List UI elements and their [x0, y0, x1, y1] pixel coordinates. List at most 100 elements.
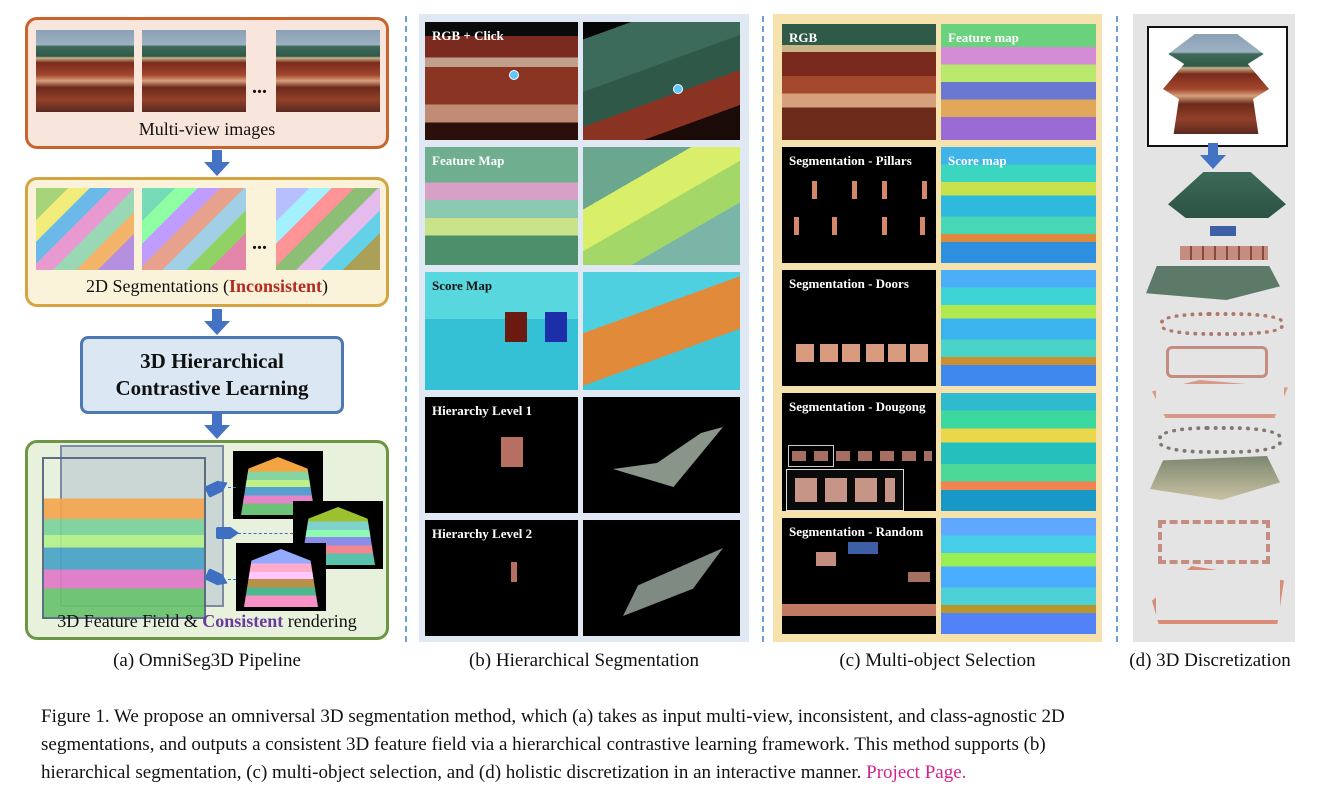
- segmentations-label-suffix: ): [322, 276, 328, 296]
- random-segment-railing: [782, 604, 936, 616]
- segmented-door-part: [511, 562, 517, 582]
- c-row-right-label: Score map: [948, 153, 1007, 168]
- part-lower-walls: [1158, 520, 1270, 564]
- segmentation-image-1: [36, 188, 134, 270]
- feature-field-label-prefix: 3D Feature Field &: [57, 611, 203, 631]
- multiview-label: Multi-view images: [138, 119, 276, 139]
- c-score-doors: [941, 270, 1096, 386]
- segmented-roof: [613, 427, 723, 487]
- caption-b: (b) Hierarchical Segmentation: [468, 650, 699, 671]
- c-seg-doors: Segmentation - Doors: [782, 270, 936, 386]
- consistent-highlight: Consistent: [202, 611, 284, 631]
- panel-separator: [762, 16, 764, 642]
- multiview-image-1: [36, 30, 134, 112]
- door-segment: [796, 344, 814, 362]
- 2d-segmentations-box: ... 2D Segmentations (Inconsistent): [25, 177, 389, 307]
- b-row-label: Feature Map: [432, 153, 505, 168]
- figure-caption-line-1: Figure 1. We propose an omniversal 3D se…: [41, 706, 1065, 727]
- arrow-down-icon: [204, 309, 230, 337]
- b-row-label: RGB + Click: [432, 28, 504, 43]
- pillar-segment: [882, 181, 887, 199]
- b-feature-map-left: Feature Map: [425, 147, 578, 265]
- score-highlight: [545, 312, 567, 342]
- pillar-segment: [852, 181, 857, 199]
- inconsistent-highlight: Inconsistent: [228, 276, 322, 296]
- multiview-images-box: ... Multi-view images: [25, 17, 389, 149]
- figure-caption-line-3: hierarchical segmentation, (c) multi-obj…: [41, 759, 1311, 787]
- zoom-inset: [786, 469, 904, 511]
- b-hierarchy-1-left: Hierarchy Level 1: [425, 397, 578, 513]
- b-hierarchy-2-right: [583, 520, 740, 636]
- arrow-down-icon: [1200, 143, 1226, 171]
- pillar-segment: [920, 217, 925, 235]
- part-dougong-ring: [1160, 312, 1284, 336]
- b-score-map-right: [583, 272, 740, 390]
- b-score-map-left: Score Map: [425, 272, 578, 390]
- c-score-dougong: [941, 393, 1096, 511]
- dougong-zoom: [795, 478, 895, 502]
- camera-icon: [216, 527, 239, 539]
- project-page-link[interactable]: Project Page.: [866, 762, 967, 783]
- full-building: [1163, 34, 1269, 134]
- c-row-left-label: Segmentation - Dougong: [789, 399, 926, 414]
- segmentation-image-3: [276, 188, 380, 270]
- c-row-left-label: Segmentation - Random: [789, 524, 924, 539]
- full-building-frame: [1147, 26, 1288, 147]
- pillar-segment: [922, 181, 927, 199]
- part-mid-walls: [1166, 346, 1268, 378]
- figure-caption-line-3-text: hierarchical segmentation, (c) multi-obj…: [41, 762, 867, 783]
- part-dougong-ring-2: [1158, 426, 1282, 454]
- door-segment: [866, 344, 884, 362]
- b-hierarchy-2-left: Hierarchy Level 2: [425, 520, 578, 636]
- hcl-title-line2: Contrastive Learning: [115, 376, 309, 400]
- c-seg-dougong: Segmentation - Dougong: [782, 393, 936, 511]
- segmentations-label: 2D Segmentations (Inconsistent): [28, 276, 386, 297]
- ellipsis: ...: [252, 232, 267, 254]
- pillar-segment: [794, 217, 799, 235]
- camera-ray: [238, 533, 293, 534]
- caption-a: (a) OmniSeg3D Pipeline: [113, 650, 301, 671]
- c-seg-random: Segmentation - Random: [782, 518, 936, 634]
- click-point: [673, 84, 683, 94]
- part-upper-walls: [1180, 246, 1268, 260]
- random-segment-plaque: [848, 542, 878, 554]
- figure-caption-line-2: segmentations, and outputs a consistent …: [41, 734, 1046, 755]
- arrow-down-icon: [204, 413, 230, 441]
- c-rgb: RGB: [782, 24, 936, 140]
- b-feature-map-right: [583, 147, 740, 265]
- door-segment: [910, 344, 928, 362]
- score-highlight: [505, 312, 527, 342]
- hcl-title-line1: 3D Hierarchical: [140, 349, 284, 373]
- caption-c: (c) Multi-object Selection: [839, 650, 1036, 671]
- camera-ray: [228, 579, 236, 580]
- door-segment: [842, 344, 860, 362]
- camera-ray: [228, 487, 236, 488]
- c-row-left-label: Segmentation - Pillars: [789, 153, 912, 168]
- panel-separator: [405, 16, 407, 642]
- c-seg-pillars: Segmentation - Pillars: [782, 147, 936, 263]
- 3d-feature-cube: [42, 457, 206, 619]
- c-score-map: Score map: [941, 147, 1096, 263]
- panel-separator: [1116, 16, 1118, 642]
- dougong-row: [792, 451, 932, 461]
- feature-field-box: 3D Feature Field & Consistent rendering: [25, 440, 389, 640]
- random-segment-door: [816, 552, 836, 566]
- arrow-down-icon: [204, 150, 230, 178]
- segmented-roof-part: [623, 548, 723, 616]
- figure-caption: Figure 1. We propose an omniversal 3D se…: [41, 703, 1311, 787]
- b-row-label: Hierarchy Level 2: [432, 526, 533, 541]
- b-row-label: Hierarchy Level 1: [432, 403, 533, 418]
- b-hierarchy-1-right: [583, 397, 740, 513]
- pillar-segment: [812, 181, 817, 199]
- c-score-random: [941, 518, 1096, 634]
- ellipsis: ...: [252, 76, 267, 98]
- segmentations-label-prefix: 2D Segmentations (: [86, 276, 229, 296]
- hcl-title: 3D Hierarchical Contrastive Learning: [83, 348, 341, 402]
- rendered-view-3: [236, 543, 326, 611]
- door-segment: [820, 344, 838, 362]
- caption-d: (d) 3D Discretization: [1129, 650, 1291, 671]
- hierarchical-contrastive-learning-box: 3D Hierarchical Contrastive Learning: [80, 336, 344, 414]
- feature-field-label-suffix: rendering: [283, 611, 357, 631]
- c-row-left-label: RGB: [789, 30, 818, 45]
- pillar-segment: [832, 217, 837, 235]
